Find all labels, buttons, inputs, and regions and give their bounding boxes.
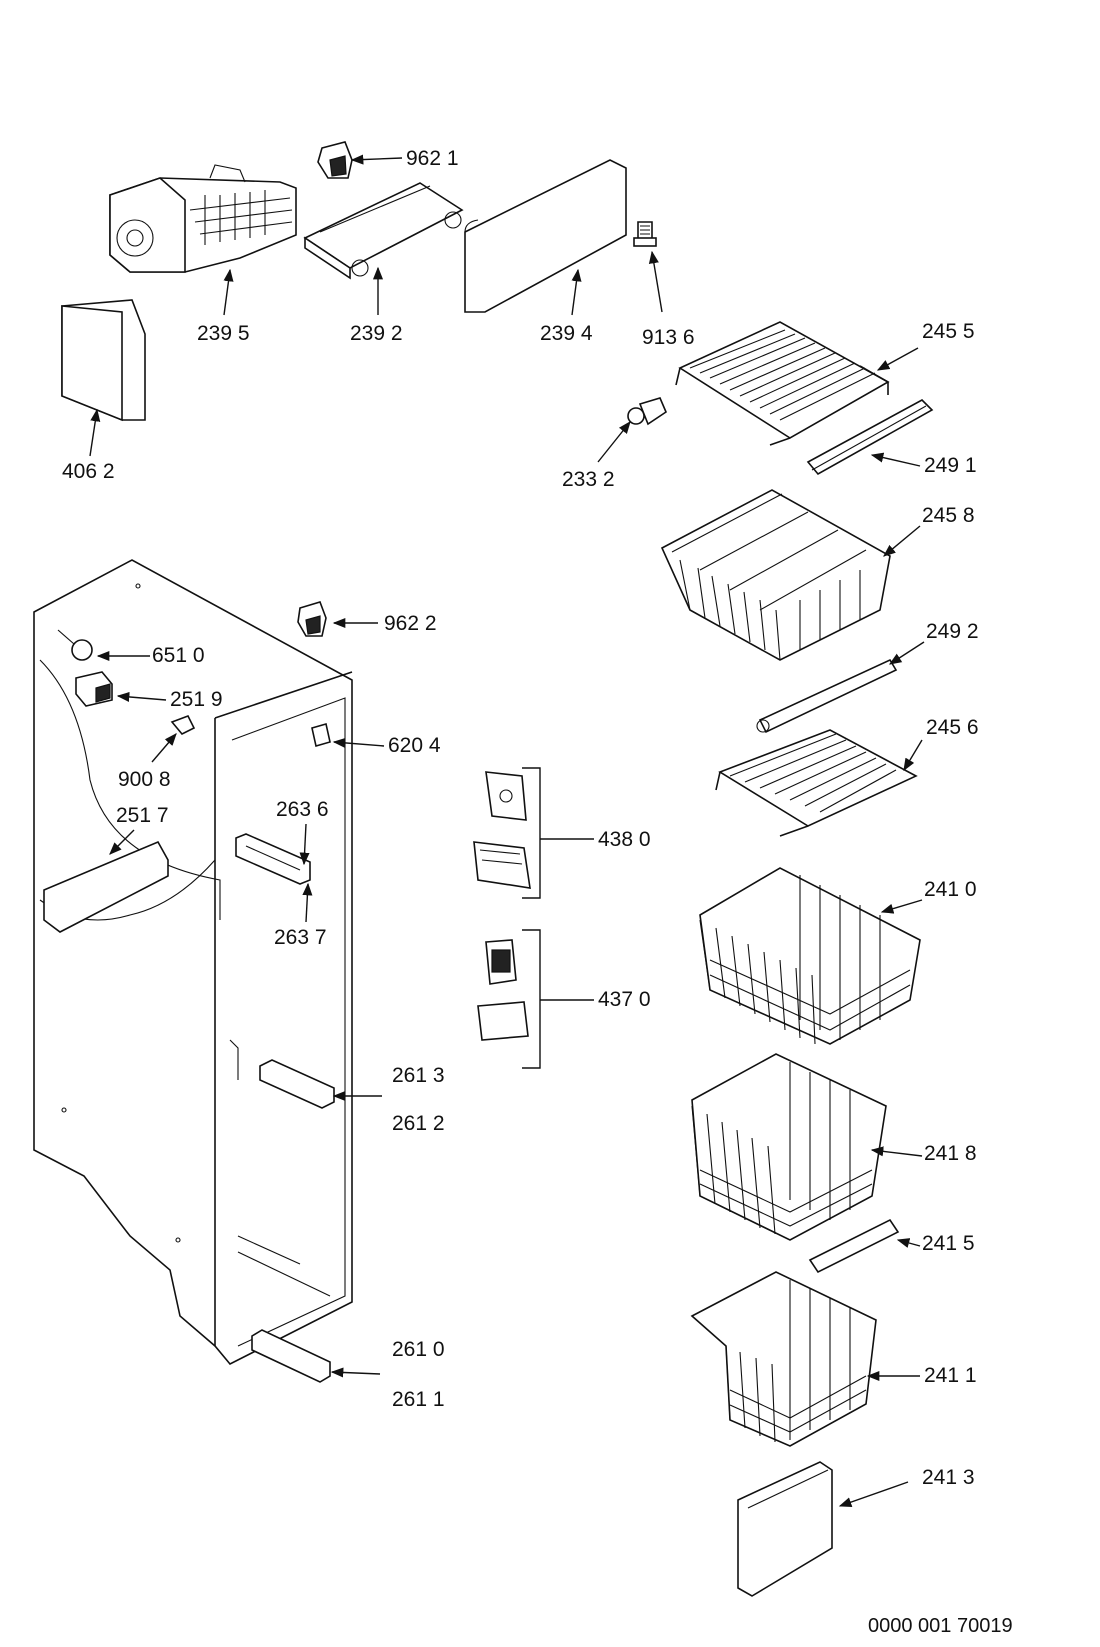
label-249-2: 249 2 <box>926 620 979 643</box>
basket-2458-part <box>660 489 891 661</box>
rail-2492-part <box>756 658 898 734</box>
drawing-reference-number: 0000 001 70019 <box>868 1615 1013 1637</box>
bracket-9621-part <box>317 141 353 179</box>
bulb-6510-part <box>57 629 93 661</box>
label-913-6: 913 6 <box>642 326 695 349</box>
basket-2410-part <box>699 867 921 1045</box>
label-251-7: 251 7 <box>116 804 169 827</box>
label-962-2: 962 2 <box>384 612 437 635</box>
label-239-2: 239 2 <box>350 322 403 345</box>
screw-9136-part <box>633 221 657 247</box>
label-263-7: 263 7 <box>274 926 327 949</box>
label-245-8: 245 8 <box>922 504 975 527</box>
board-4380-part <box>473 767 541 899</box>
cabinet-liner-part <box>33 559 353 1366</box>
label-241-8: 241 8 <box>924 1142 977 1165</box>
cover-4062-part <box>61 299 146 422</box>
bracket-2636-part <box>235 833 311 885</box>
socket-2332-part <box>627 397 667 426</box>
shelf-2456-part <box>715 729 918 837</box>
bracket-2392-part <box>303 182 464 280</box>
label-620-4: 620 4 <box>388 734 441 757</box>
part-labels: 962 1 239 5 239 2 239 4 913 6 245 5 406 … <box>62 147 1013 1637</box>
cover-2394-part <box>464 159 627 313</box>
front-2413-part <box>737 1461 833 1597</box>
label-239-4: 239 4 <box>540 322 593 345</box>
basket-2411-part <box>690 1271 877 1447</box>
label-261-2: 261 2 <box>392 1112 445 1135</box>
shelf-2455-part <box>675 321 890 446</box>
label-962-1: 962 1 <box>406 147 459 170</box>
label-263-6: 263 6 <box>276 798 329 821</box>
label-241-5: 241 5 <box>922 1232 975 1255</box>
rail-2610-part <box>251 1329 331 1383</box>
rail-2613-part <box>259 1059 335 1109</box>
label-900-8: 900 8 <box>118 768 171 791</box>
label-651-0: 651 0 <box>152 644 205 667</box>
bracket-2519-part <box>75 671 113 707</box>
label-249-1: 249 1 <box>924 454 977 477</box>
label-245-6: 245 6 <box>926 716 979 739</box>
strip-2517-part <box>43 840 169 933</box>
label-241-0: 241 0 <box>924 878 977 901</box>
label-251-9: 251 9 <box>170 688 223 711</box>
bracket-9622-part <box>297 601 327 637</box>
label-233-2: 233 2 <box>562 468 615 491</box>
switch-6204-part <box>311 722 331 748</box>
label-261-0: 261 0 <box>392 1338 445 1361</box>
label-245-5: 245 5 <box>922 320 975 343</box>
clip-9008-part <box>170 714 196 735</box>
label-406-2: 406 2 <box>62 460 115 483</box>
label-241-3: 241 3 <box>922 1466 975 1489</box>
label-438-0: 438 0 <box>598 828 651 851</box>
label-239-5: 239 5 <box>197 322 250 345</box>
leader-lines <box>89 154 925 1507</box>
label-261-3: 261 3 <box>392 1064 445 1087</box>
label-437-0: 437 0 <box>598 988 651 1011</box>
basket-2418-part <box>691 1053 887 1241</box>
board-4370-part <box>477 929 541 1069</box>
ice-maker-part <box>109 164 297 273</box>
rail-2415-part <box>808 1218 900 1274</box>
label-241-1: 241 1 <box>924 1364 977 1387</box>
rail-2491-part <box>806 399 934 476</box>
label-261-1: 261 1 <box>392 1388 445 1411</box>
